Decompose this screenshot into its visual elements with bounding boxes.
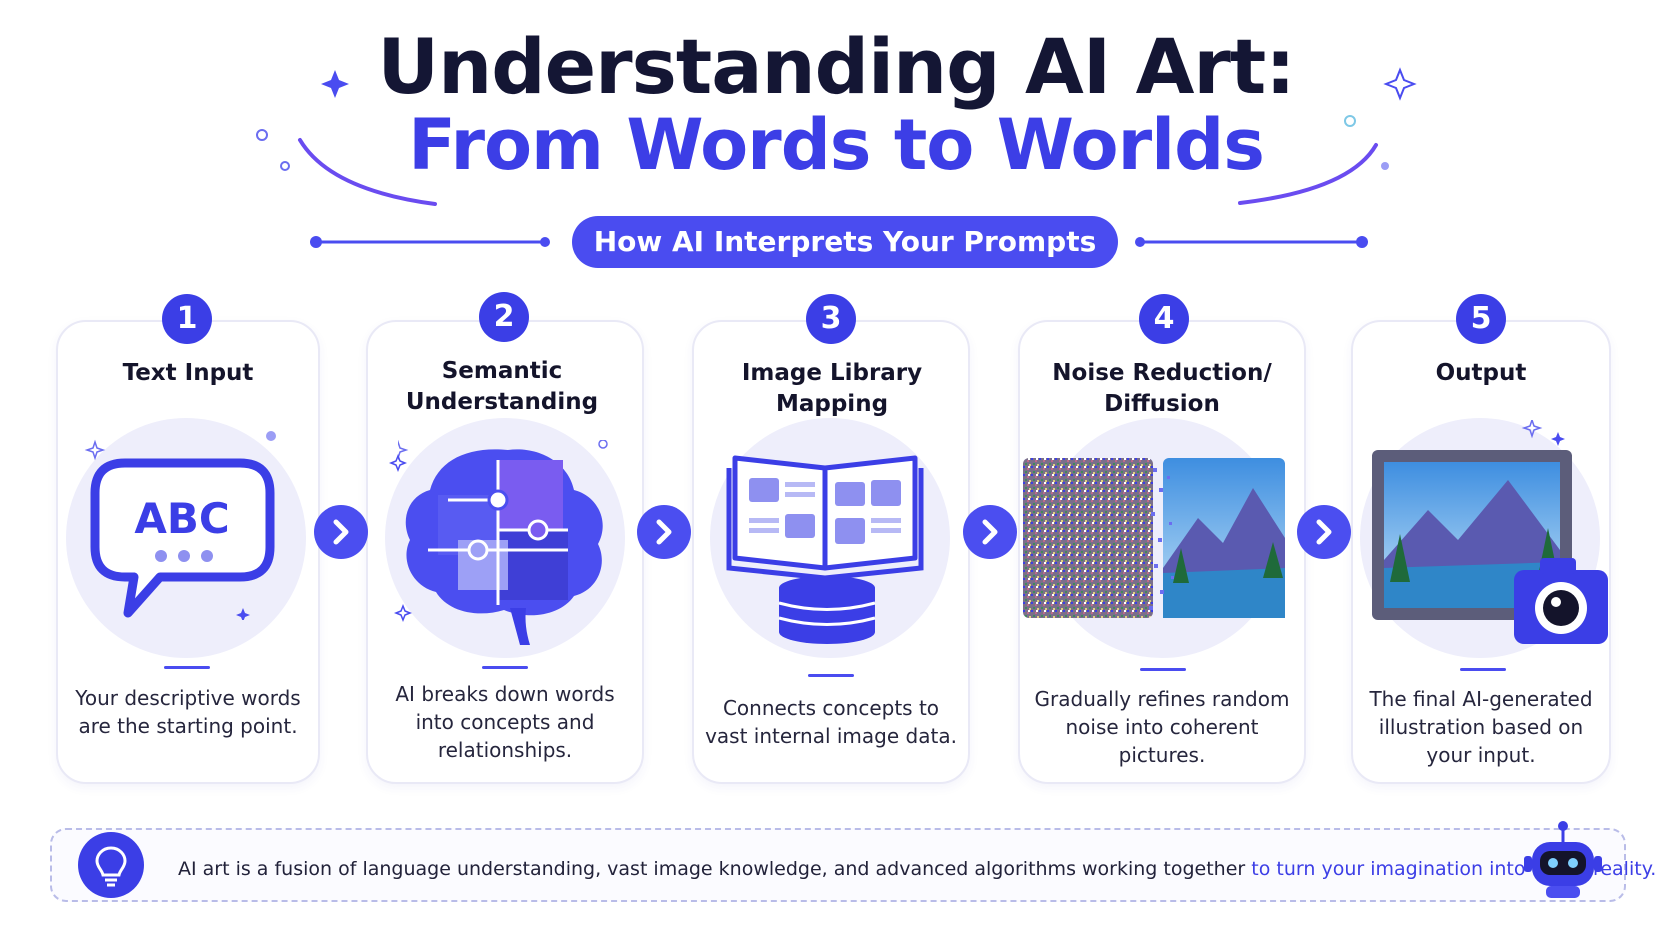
sparkle-icon	[1383, 67, 1417, 101]
robot-icon	[1524, 821, 1602, 898]
right-arc	[1238, 143, 1378, 205]
step-description-5: The final AI-generated illustration base…	[1369, 687, 1593, 767]
section-pill-label: How AI Interprets Your Prompts	[572, 216, 1118, 268]
step-number-2: 2	[479, 292, 529, 342]
step-number-3: 3	[806, 294, 856, 344]
step-title-1: Text Input	[122, 360, 254, 386]
step-number-5: 5	[1456, 294, 1506, 344]
book-database-icon	[726, 455, 924, 644]
bubble-text: ABC	[134, 494, 229, 543]
lightbulb-icon	[78, 832, 144, 898]
step-title-5: Output	[1435, 360, 1527, 386]
step-description-2: AI breaks down words into concepts and r…	[395, 682, 615, 762]
step-title-2: Semantic Understanding	[405, 358, 599, 415]
title-decoration	[256, 67, 1417, 248]
next-arrow-icon	[637, 505, 691, 559]
sparkle-icon	[388, 440, 608, 623]
step-description-3: Connects concepts to vast internal image…	[705, 696, 957, 748]
left-arc	[298, 138, 437, 206]
sparkle-icon	[84, 431, 276, 620]
step-title-3: Image Library Mapping	[741, 360, 923, 417]
step-description-4: Gradually refines random noise into cohe…	[1034, 687, 1290, 767]
speech-bubble-abc-icon: ABC	[90, 458, 275, 618]
noise-to-landscape-image	[1023, 458, 1285, 618]
summary-text: AI art is a fusion of language understan…	[178, 858, 1656, 880]
sparkle-icon	[321, 70, 349, 98]
framed-landscape-camera-icon	[1372, 450, 1608, 644]
next-arrow-icon	[1297, 505, 1351, 559]
summary-main-text: AI art is a fusion of language understan…	[178, 858, 1246, 880]
step-number-4: 4	[1139, 294, 1189, 344]
page-subtitle-title: From Words to Worlds	[408, 104, 1265, 186]
puzzle-brain-icon	[398, 440, 603, 645]
page-title: Understanding AI Art:	[377, 22, 1295, 111]
next-arrow-icon	[963, 505, 1017, 559]
step-title-4: Noise Reduction/ Diffusion	[1052, 360, 1272, 417]
sparkle-icon	[1521, 420, 1565, 446]
next-arrow-icon	[314, 505, 368, 559]
step-number-1: 1	[162, 294, 212, 344]
step-description-1: Your descriptive words are the starting …	[75, 686, 301, 738]
summary-banner	[50, 828, 1626, 902]
